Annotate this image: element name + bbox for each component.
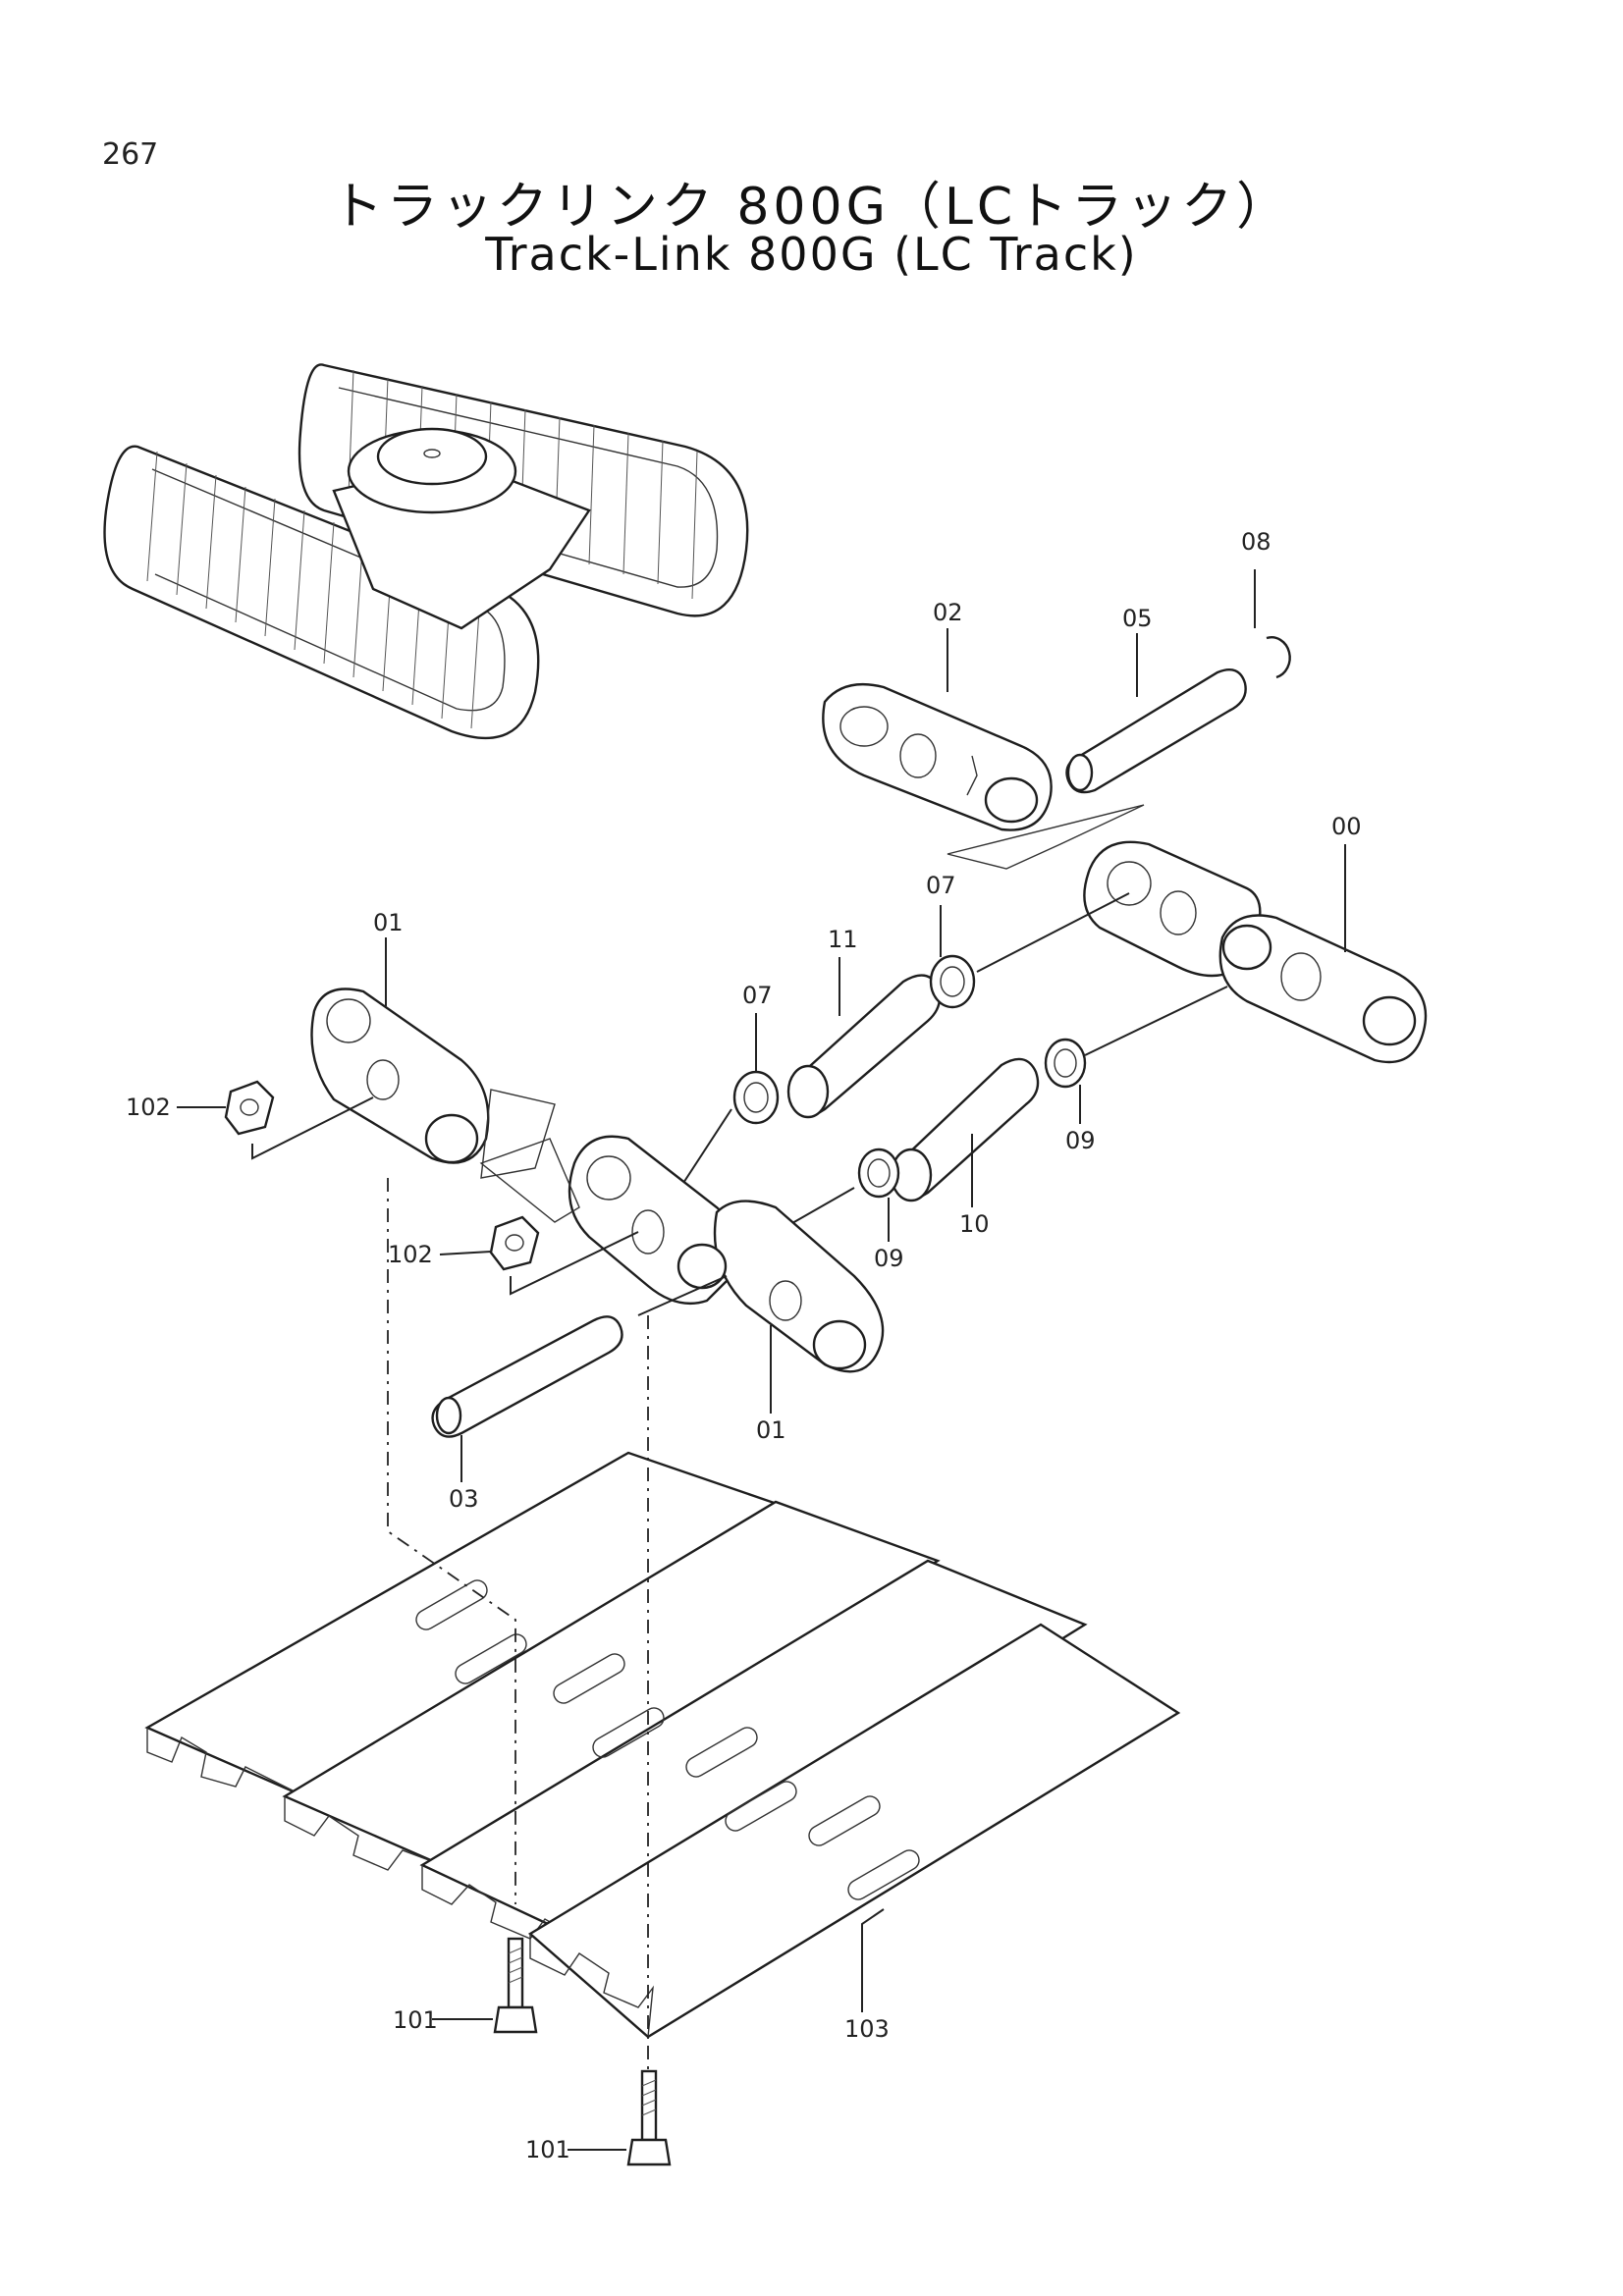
callout-02: 02	[933, 599, 963, 626]
callout-07-lower: 07	[742, 982, 773, 1009]
leader-103	[861, 1908, 885, 2012]
callout-10: 10	[959, 1210, 990, 1238]
callout-05: 05	[1122, 605, 1153, 632]
track-shoes-103	[144, 1451, 1181, 2039]
callout-101-right: 101	[525, 2136, 570, 2163]
assembly-line-mid-2	[784, 1187, 855, 1228]
bolt-101-right	[568, 2069, 672, 2166]
callout-102-upper: 102	[126, 1094, 171, 1121]
bolt-101-left	[432, 1937, 538, 2034]
track-link-01-left	[310, 988, 556, 1179]
track-pin-05	[1065, 668, 1247, 794]
assembly-line-upper	[976, 892, 1130, 973]
callout-09-lower: 09	[874, 1245, 904, 1272]
assembly-centerline-left	[387, 1178, 516, 1904]
callout-07-upper: 07	[926, 872, 956, 899]
callout-01-left: 01	[373, 909, 404, 936]
undercarriage-overview-illustration	[103, 363, 749, 740]
track-link-01-center	[479, 1135, 885, 1373]
callout-103: 103	[844, 2015, 890, 2043]
master-pin-03	[431, 1275, 728, 1438]
bushing-10	[890, 1057, 1040, 1202]
nut-102-lower	[489, 1215, 639, 1296]
seal-09-lower	[857, 1148, 900, 1199]
track-link-00	[1083, 840, 1428, 1064]
callout-09-right: 09	[1065, 1127, 1096, 1154]
leader-102-lower	[439, 1251, 492, 1255]
dust-seal-07-lower	[732, 1070, 780, 1125]
shoe-bolt-slots	[415, 1579, 920, 1900]
page-number: 267	[102, 137, 159, 172]
seal-09-upper	[1044, 1038, 1087, 1089]
callout-03: 03	[449, 1485, 479, 1513]
nut-102-upper	[224, 1080, 374, 1160]
track-link-02	[822, 683, 1145, 870]
callout-08: 08	[1241, 528, 1271, 556]
page-title-english: Track-Link 800G (LC Track)	[485, 228, 1138, 281]
callout-00: 00	[1331, 813, 1362, 840]
page-title-japanese: トラックリンク 800G（LCトラック）	[331, 178, 1292, 237]
callout-102-lower: 102	[388, 1241, 433, 1268]
snap-ring-08	[1266, 636, 1291, 679]
callout-01-center: 01	[756, 1416, 786, 1444]
dust-seal-07-upper	[929, 954, 976, 1009]
callout-11: 11	[828, 926, 858, 953]
callout-101-left: 101	[393, 2006, 438, 2034]
assembly-line-lower	[1084, 986, 1228, 1056]
bushing-11	[786, 974, 942, 1119]
